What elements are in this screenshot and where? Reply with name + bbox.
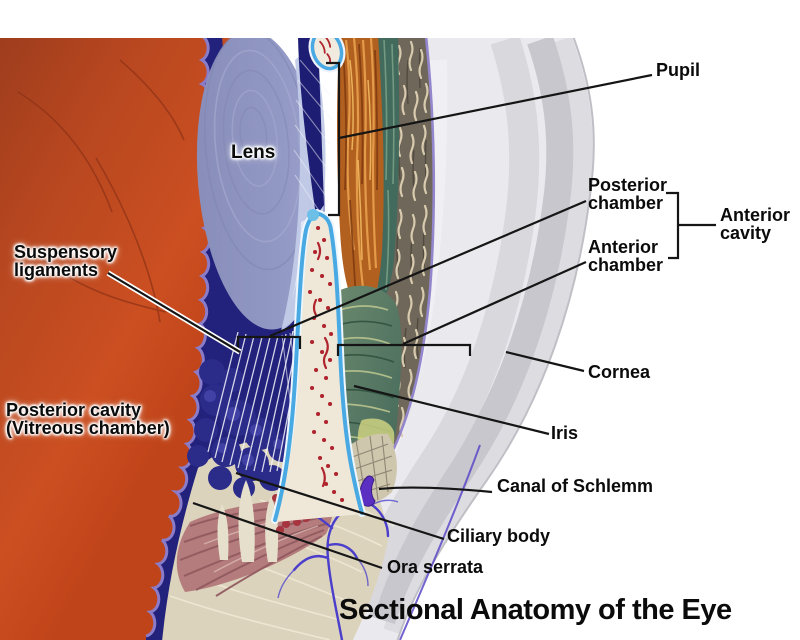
iris-orange-streaks-dark (342, 43, 379, 301)
leader-posterior-chamber (269, 199, 587, 338)
leader-anterior-chamber (402, 260, 587, 346)
leader-suspensory (107, 272, 241, 353)
leader-pupil (338, 73, 653, 140)
leader-canal-of-schlemm (378, 486, 493, 494)
ciliary-process-sheen (204, 390, 283, 466)
anterior-chamber-bracket (336, 343, 472, 356)
leader-lines (106, 61, 716, 570)
iris-mass-streaks-light (337, 305, 393, 445)
iris-teal-fill (368, 38, 400, 316)
cornea-outer-band (383, 38, 593, 636)
leader-ciliary-body (235, 471, 445, 541)
label-anterior-cavity: Anterior cavity (720, 205, 791, 243)
iris-orange-streaks-bright (349, 59, 372, 261)
iris-orange-streaks-light (344, 38, 378, 289)
label-ciliary-body: Ciliary body (447, 526, 551, 546)
iris-teal-streaks (383, 39, 395, 291)
label-suspensory-ligaments: Suspensory ligaments (14, 242, 118, 280)
ciliary-cut-fill (276, 212, 362, 523)
label-iris: Iris (551, 423, 579, 443)
leader-ora-serrata (192, 501, 383, 570)
cornea-outer-edge (396, 38, 595, 640)
ciliary-cut-blue-rim (273, 211, 364, 522)
label-ora-serrata: Ora serrata (387, 557, 484, 577)
ciliary-cut-red-branches (312, 241, 329, 488)
ligament-fan-upper (293, 59, 333, 216)
label-anterior-chamber: Anterior chamber (588, 237, 664, 275)
label-posterior-cavity: Posterior cavity (Vitreous chamber) (6, 400, 170, 438)
label-posterior-chamber: Posterior chamber (588, 175, 668, 213)
ciliary-cut-top-piece (308, 38, 346, 73)
anterior-cavity-bracket (666, 191, 716, 260)
leader-iris (353, 384, 550, 436)
cornea-dark-band (369, 38, 574, 625)
choroid-fill (146, 38, 317, 640)
diagram-title: Sectional Anatomy of the Eye (339, 594, 732, 626)
ciliary-cut-tip-cap (307, 209, 319, 221)
iris-back-band (337, 38, 400, 316)
ciliary-muscle-fibers (179, 503, 331, 597)
cornea-mid-band (347, 38, 540, 610)
posterior-chamber-bracket (236, 335, 302, 349)
label-pupil: Pupil (656, 60, 700, 80)
pupillary-dark-band (298, 38, 324, 216)
lens-rings (203, 38, 313, 271)
ciliary-ring-purple-edge (368, 38, 436, 491)
label-lens: Lens (231, 142, 276, 163)
label-canal-of-schlemm: Canal of Schlemm (497, 476, 654, 496)
pupil-bracket (326, 61, 341, 217)
label-cornea: Cornea (588, 362, 651, 382)
leader-cornea (505, 350, 585, 373)
episcleral-vessel-line (399, 444, 481, 640)
iris-mass-streaks-dark (339, 320, 395, 433)
retinal-vessels (17, 59, 185, 323)
sclera-cornea-wall (337, 38, 595, 640)
blood-vessels-fine (275, 499, 399, 599)
